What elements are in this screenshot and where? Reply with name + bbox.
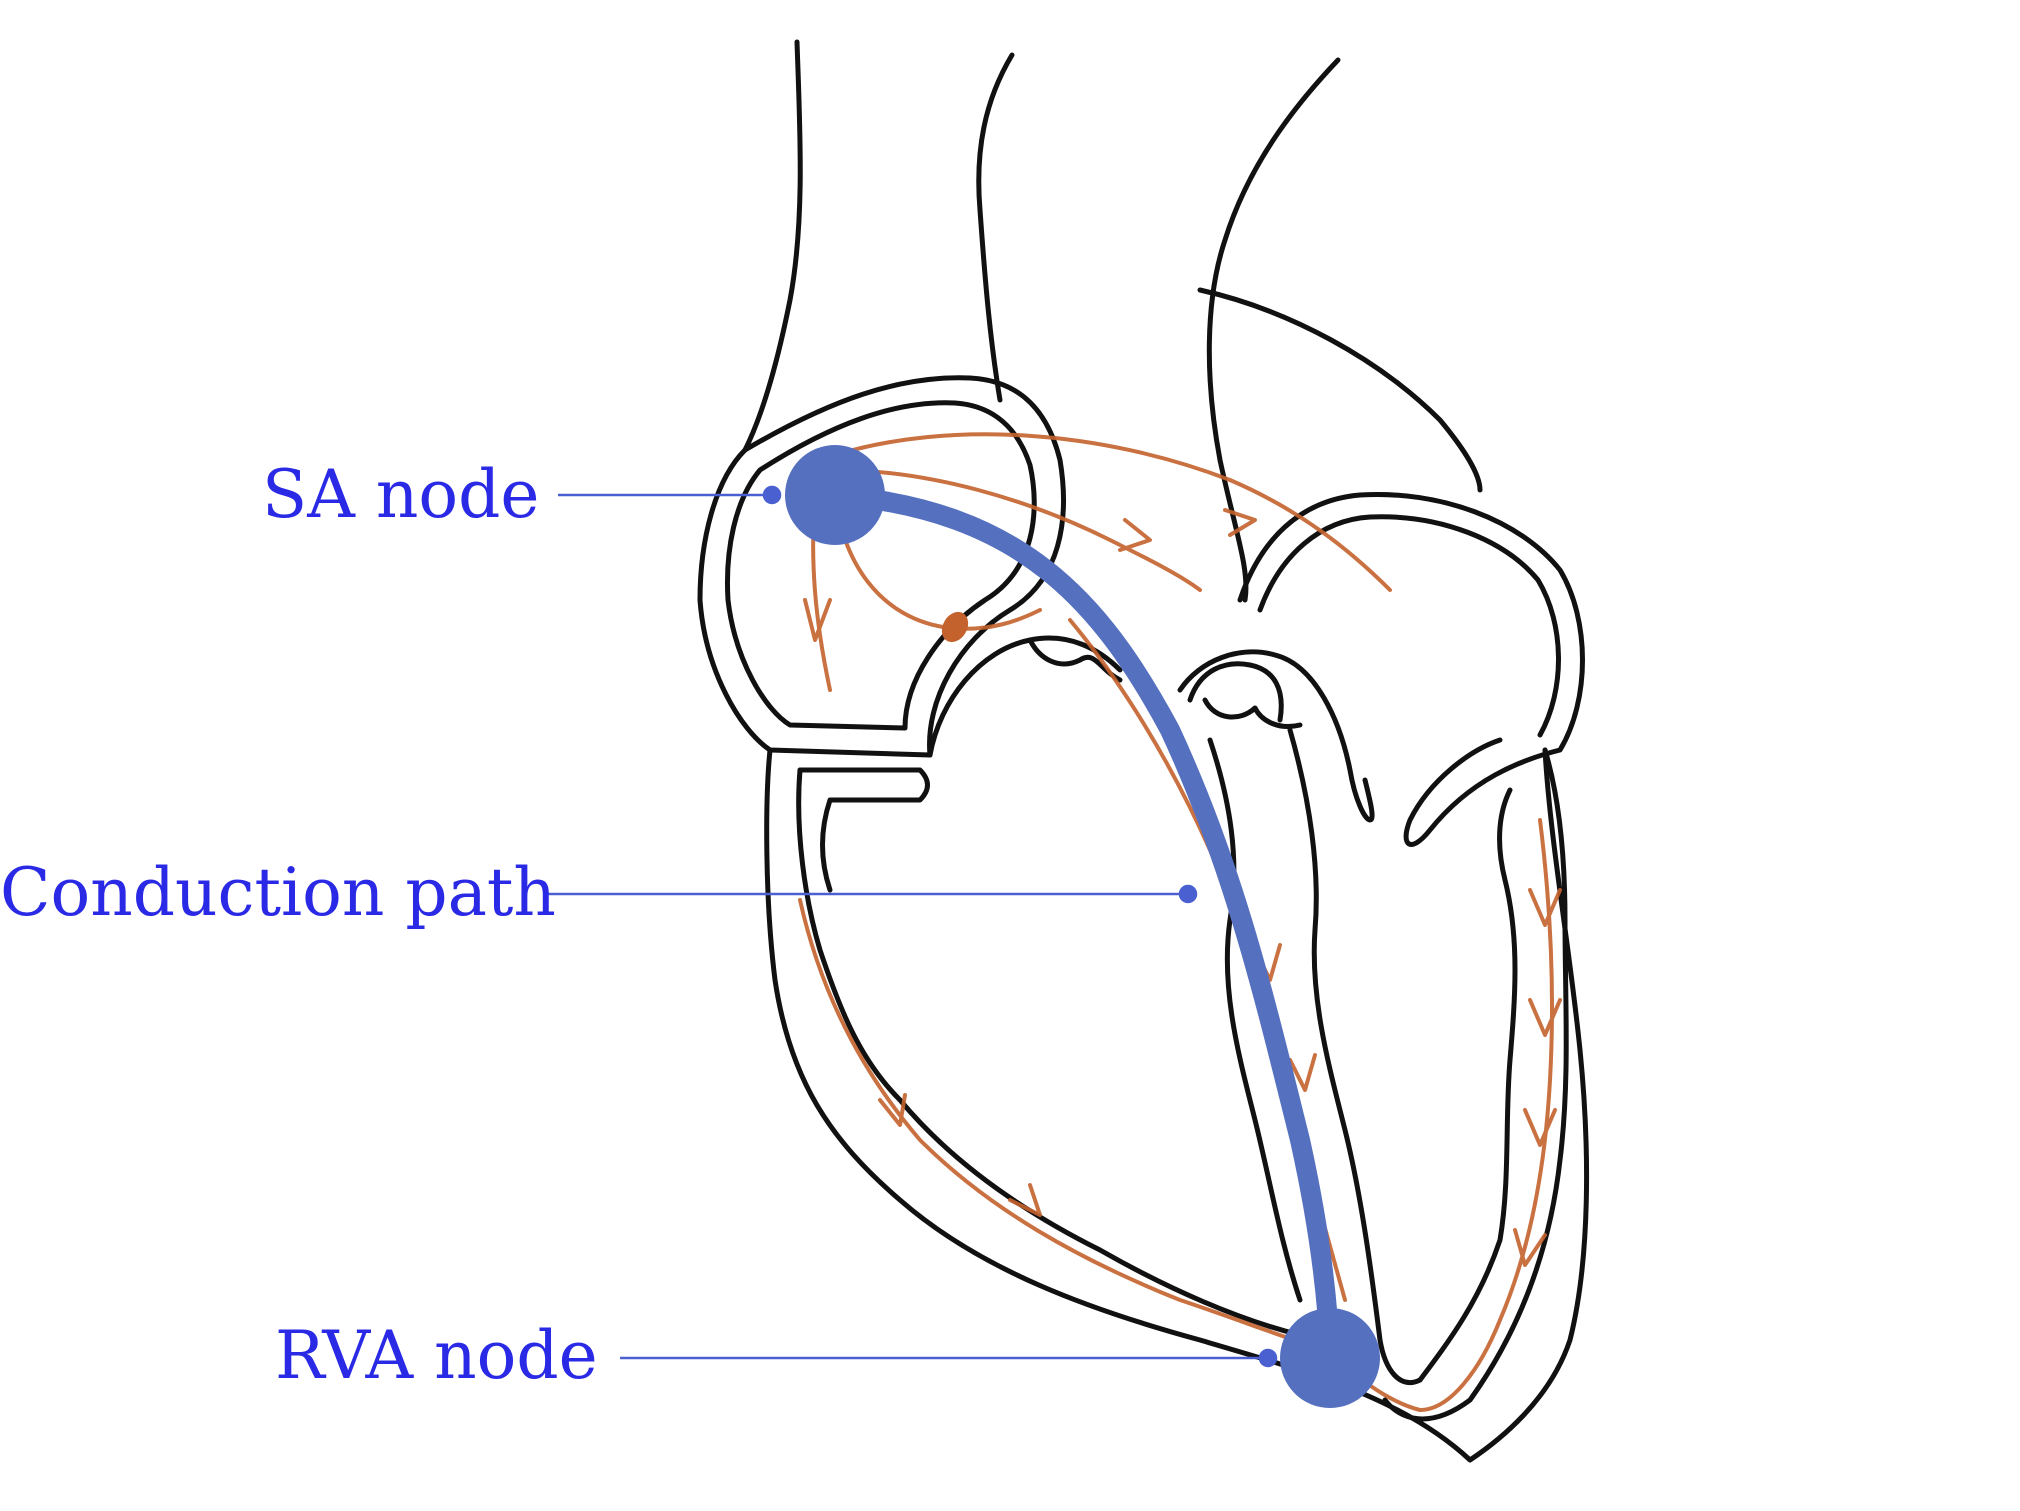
signal-arrowhead	[1513, 1228, 1547, 1267]
conduction-signal-lines	[798, 432, 1562, 1412]
sa-node-label: SA node	[262, 456, 540, 533]
left-ventricle-inner	[1417, 787, 1518, 1383]
right-ventricle-cavity	[797, 767, 930, 893]
signal-atrial-middle	[833, 468, 1202, 592]
sa-leader-dot	[762, 485, 782, 505]
vena-cava-left-wall	[742, 39, 803, 453]
av-node	[941, 611, 969, 643]
conduction-path-line	[825, 485, 1340, 1368]
septum-top	[1177, 649, 1375, 823]
septum-left	[1207, 737, 1303, 1303]
sa-node-marker	[785, 445, 885, 545]
left-atrium-inner	[1257, 514, 1561, 738]
signal-left-ventricle-wall	[1418, 818, 1554, 1412]
rva-node-label: RVA node	[275, 1317, 598, 1394]
signal-arrowhead	[1523, 1108, 1557, 1147]
left-ventricle-outer-inner	[1382, 747, 1569, 1422]
signal-arrowhead	[1528, 888, 1562, 927]
rva-leader-dot	[1258, 1348, 1278, 1368]
conduction-path-label: Conduction path	[0, 854, 556, 931]
signal-arrowhead	[1118, 518, 1152, 552]
leader-lines	[545, 485, 1278, 1368]
signal-arrowhead	[1288, 1053, 1317, 1092]
aorta-left-wall	[1206, 57, 1341, 603]
mitral-valve	[1187, 661, 1303, 729]
right-atrium-outer	[697, 375, 1066, 758]
septum-right	[1287, 727, 1423, 1385]
signal-arrowhead	[1008, 1183, 1042, 1217]
right-atrium-inner	[725, 400, 1037, 731]
signal-arrowhead	[803, 598, 832, 642]
heart-outline	[697, 39, 1590, 1463]
rva-node-marker	[1280, 1308, 1380, 1408]
ventricle-outer-wall	[764, 747, 1590, 1463]
pulmonary-arch	[1197, 287, 1483, 493]
conduction-leader-dot	[1178, 884, 1198, 904]
signal-right-ventricle-wall	[798, 898, 1342, 1357]
signal-atrial-upper	[833, 432, 1392, 592]
left-atrium-outer	[1237, 491, 1585, 847]
right-ventricle-inner	[796, 767, 1348, 1340]
signal-arrowhead	[1528, 998, 1562, 1037]
signal-arrowhead	[1223, 508, 1257, 537]
signal-arrowhead	[878, 1093, 907, 1127]
vena-cava-right-wall	[976, 52, 1015, 403]
